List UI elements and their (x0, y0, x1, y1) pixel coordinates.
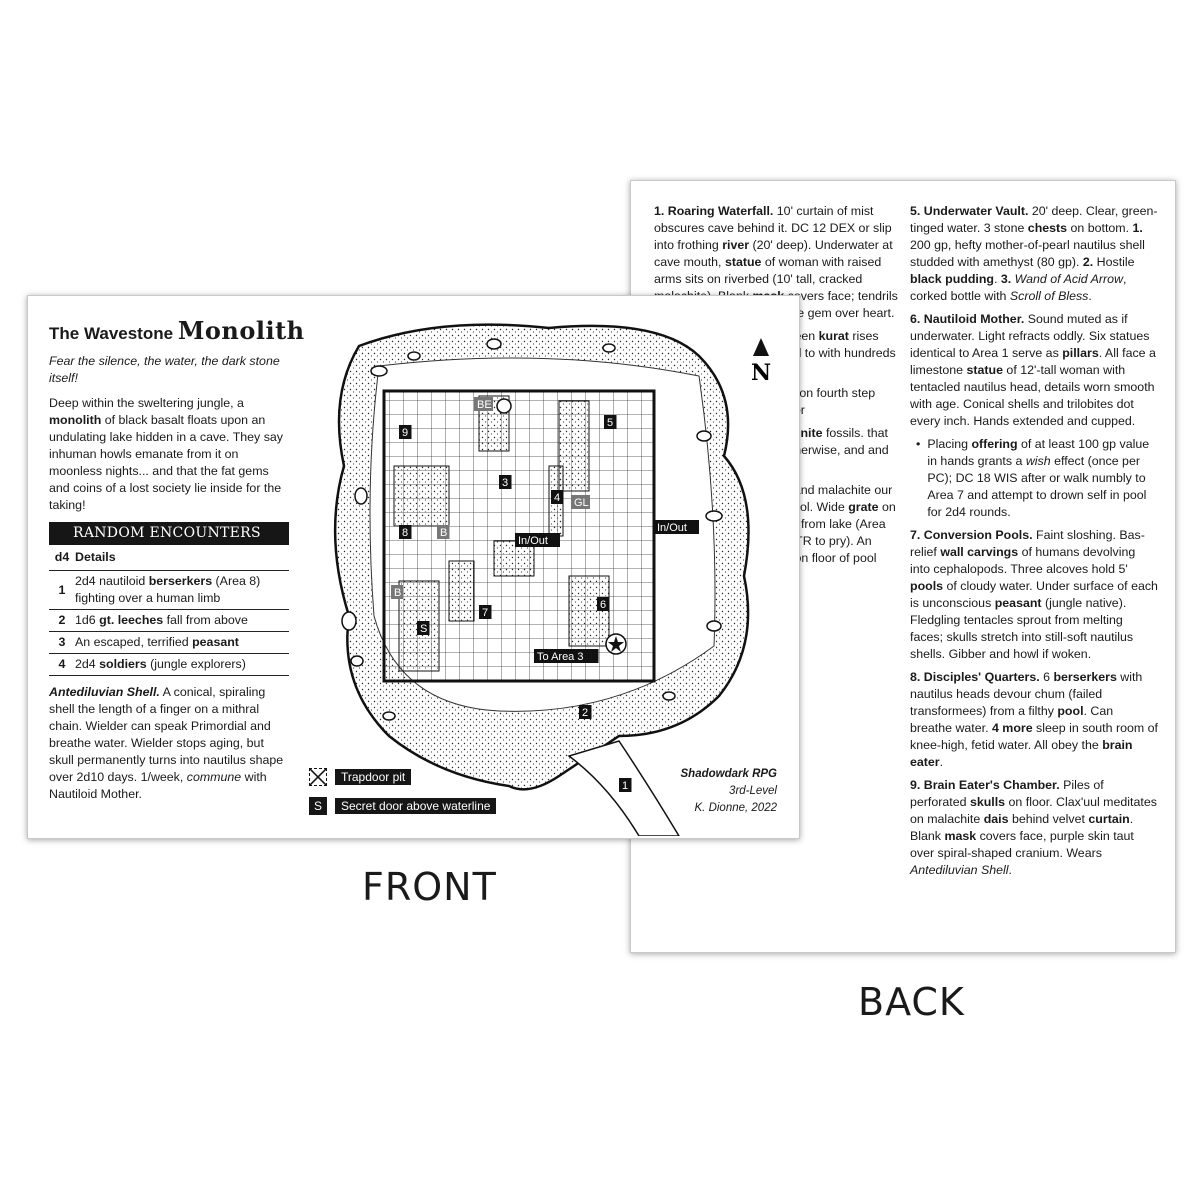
card-title: The Wavestone Monolith (49, 316, 305, 345)
front-card: The Wavestone Monolith Fear the silence,… (27, 295, 800, 839)
area-entry: 9. Brain Eater's Chamber. Piles of perfo… (910, 778, 1157, 877)
credit-game: Shadowdark RPG (680, 768, 778, 780)
credit-block: Shadowdark RPG 3rd-Level K. Dionne, 2022 (681, 766, 778, 817)
map-label-r7: 7 (482, 607, 488, 619)
map-label-gl: GL (574, 497, 589, 509)
front-left-column: Fear the silence, the water, the dark st… (49, 353, 289, 811)
col-header-details: Details (75, 545, 289, 571)
map-label-r4: 4 (554, 492, 560, 504)
map-label-inout2: In/Out (657, 522, 687, 534)
encounters-heading: RANDOM ENCOUNTERS (49, 522, 289, 545)
secret-door-label: Secret door above waterline (335, 798, 497, 814)
area-entry: 8. Disciples' Quarters. 6 berserkers wit… (910, 670, 1158, 769)
map-label-s: S (420, 623, 427, 635)
title-part-a: The Wavestone (49, 324, 174, 343)
map-label-r6: 6 (600, 599, 606, 611)
secret-door-icon: S (309, 797, 327, 815)
area-entry: 7. Conversion Pools. Faint sloshing. Bas… (910, 528, 1158, 661)
map-label-r5: 5 (607, 417, 613, 429)
legend-trapdoor: Trapdoor pit (309, 768, 412, 786)
legend-secret-door: S Secret door above waterline (309, 797, 497, 815)
back-column-2: 5. Underwater Vault. 20' deep. Clear, gr… (910, 203, 1158, 885)
map-label-r1: 1 (622, 780, 628, 792)
table-header-row: d4 Details (49, 545, 289, 571)
shell-text: Antediluvian Shell. A conical, spiraling… (49, 685, 284, 801)
area-entry: 5. Underwater Vault. 20' deep. Clear, gr… (910, 204, 1158, 303)
map-label-r8: 8 (402, 527, 408, 539)
trapdoor-label: Trapdoor pit (335, 769, 412, 785)
title-part-b: Monolith (177, 316, 305, 345)
back-label: BACK (858, 980, 965, 1024)
map-label-toarea3: To Area 3 (537, 651, 583, 663)
front-label: FRONT (362, 865, 497, 909)
map-label-r9: 9 (402, 427, 408, 439)
map-label-r2: 2 (582, 707, 588, 719)
trapdoor-icon (309, 768, 327, 786)
north-arrow-label: N (751, 360, 771, 386)
map-label-be: BE (477, 399, 492, 411)
tagline: Fear the silence, the water, the dark st… (49, 354, 280, 385)
intro-text: Deep within the sweltering jungle, a mon… (49, 396, 283, 512)
map-label-r3: 3 (502, 477, 508, 489)
credit-level: 3rd-Level (729, 785, 777, 797)
map-label-inout1: In/Out (518, 535, 548, 547)
credit-author: K. Dionne, 2022 (694, 802, 777, 814)
map-label-b2: B (394, 587, 401, 599)
map-label-b1: B (440, 527, 447, 539)
col-header-d4: d4 (49, 545, 75, 571)
area-entry: 6. Nautiloid Mother. Sound muted as if u… (910, 312, 1156, 428)
offering-bullet: •Placing offering of at least 100 gp val… (916, 437, 1150, 519)
